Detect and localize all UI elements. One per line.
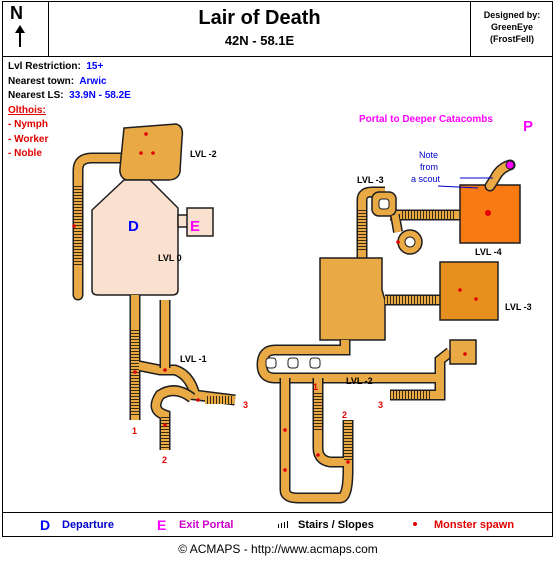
portal-deeper-label: Portal to Deeper Catacombs: [359, 114, 493, 125]
monster-spawn-icon: [196, 398, 200, 402]
header: N Lair of Death 42N - 58.1E Designed by:…: [2, 1, 553, 57]
stairs-icon: [390, 391, 430, 399]
level-label: LVL 0: [158, 253, 182, 263]
legend: D Departure E Exit Portal Stairs / Slope…: [2, 512, 553, 537]
spawn-legend-icon: [413, 522, 417, 526]
monster-spawn-icon: [72, 224, 76, 228]
east-section: [256, 159, 521, 504]
monster-spawn-icon: [283, 468, 287, 472]
ls-value: 33.9N - 58.2E: [69, 90, 131, 101]
stairs-icon: [385, 296, 437, 304]
town-value: Arwic: [79, 75, 107, 87]
designer-box: Designed by: GreenEye (FrostFell): [470, 1, 553, 56]
stairs-icon: [344, 420, 352, 460]
monster-spawn-icon: [316, 453, 320, 457]
monsters-heading: Olthois:: [8, 104, 46, 116]
exit-number: 1: [313, 382, 318, 392]
dungeon-map: LVL -2 LVL 0 LVL -1 D E 1 2 3 Portal t: [72, 114, 533, 504]
level-label: LVL -2: [190, 149, 217, 159]
monster-spawn-icon: [458, 288, 462, 292]
stairs-legend-icon: [278, 521, 288, 528]
level-label: LVL -4: [475, 247, 502, 257]
map-title: Lair of Death: [198, 7, 321, 29]
monster-spawn-icon: [163, 368, 167, 372]
monster-item: - Worker: [8, 133, 49, 145]
stairs-icon: [400, 211, 455, 219]
designer-name: GreenEye: [490, 22, 534, 32]
stairs-icon: [314, 392, 322, 432]
room-lvl-0: [91, 179, 179, 296]
monster-spawn-icon: [133, 370, 137, 374]
monster-spawn-icon: [463, 352, 467, 356]
monster-spawn-icon: [283, 428, 287, 432]
room-lvl-m2: [119, 123, 184, 181]
level-label: LVL -3: [357, 175, 384, 185]
monster-spawn-icon: [396, 240, 400, 244]
monster-spawn-icon: [163, 423, 167, 427]
designer-label: Designed by:: [483, 10, 541, 20]
monster-spawn-icon: [144, 132, 148, 136]
map-frame: [2, 1, 553, 537]
passage: [281, 378, 352, 502]
town-label: Nearest town:: [8, 75, 75, 87]
designer-group: (FrostFell): [490, 34, 534, 44]
exit-portal-marker: E: [190, 218, 200, 235]
compass-box: N: [2, 1, 49, 56]
footer-copyright: © ACMAPS - http://www.acmaps.com: [178, 542, 378, 556]
monster-spawn-icon: [485, 210, 491, 216]
exit-number: 3: [378, 400, 383, 410]
restriction-label: Lvl Restriction:: [8, 61, 81, 72]
room-exit: [186, 207, 214, 237]
departure-symbol: D: [40, 517, 51, 533]
stairs-icon: [358, 210, 366, 250]
stairs-legend-label: Stairs / Slopes: [298, 519, 374, 531]
info-panel: Lvl Restriction: 15+ Nearest town: Arwic…: [8, 60, 131, 162]
stairs-icon: [205, 396, 233, 404]
departure-marker: D: [128, 218, 139, 235]
note-pointer: [437, 185, 479, 189]
monster-spawn-icon: [346, 460, 350, 464]
stairs-icon: [74, 185, 82, 265]
room-lvl-m2-hub: [319, 257, 386, 341]
exit-number: 2: [342, 410, 347, 420]
restriction-value: 15+: [86, 61, 104, 72]
exit-number: 1: [132, 426, 137, 436]
monster-spawn-icon: [151, 151, 155, 155]
room-small: [449, 339, 477, 365]
exit-number: 2: [162, 455, 167, 465]
level-label: LVL -3: [505, 302, 532, 312]
portal-marker: P: [523, 118, 533, 135]
monster-spawn-icon: [139, 151, 143, 155]
monster-spawns: [72, 132, 491, 472]
north-arrow-icon: [15, 25, 25, 47]
ls-label: Nearest LS:: [8, 90, 64, 101]
spawn-legend-label: Monster spawn: [434, 519, 515, 531]
map-coordinates: 42N - 58.1E: [224, 33, 295, 48]
exit-number: 3: [243, 400, 248, 410]
scout-note-line: a scout: [411, 174, 441, 184]
passage: [152, 386, 195, 450]
portal-marker-dot: [505, 160, 515, 170]
stairs-icon: [161, 415, 169, 448]
compass-letter: N: [10, 3, 23, 23]
departure-legend-label: Departure: [62, 519, 114, 531]
level-label: LVL -2: [346, 376, 373, 386]
passage: [74, 154, 126, 299]
room-lvl-m3: [439, 261, 499, 321]
monster-item: - Nymph: [8, 119, 48, 130]
monster-spawn-icon: [474, 297, 478, 301]
level-label: LVL -1: [180, 354, 207, 364]
exit-symbol: E: [157, 517, 167, 533]
scout-note-line: Note: [419, 150, 438, 160]
scout-note-line: from: [420, 162, 438, 172]
exit-legend-label: Exit Portal: [179, 519, 234, 531]
monster-item: - Noble: [8, 148, 42, 159]
